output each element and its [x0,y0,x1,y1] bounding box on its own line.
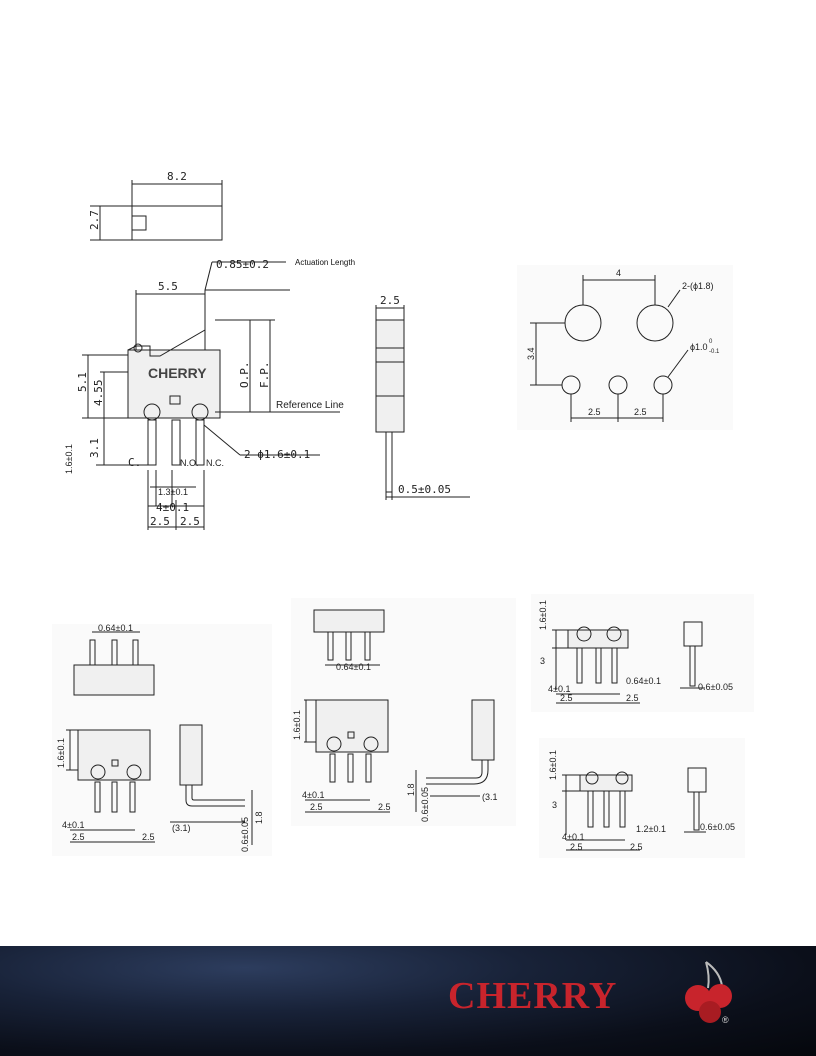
label-op: O.P. [238,362,251,389]
dim-4-55: 4.55 [92,380,105,407]
dim-1-3: 1.3±0.1 [158,487,188,497]
v1-dim-1-8: 1.8 [254,811,264,824]
dim-5-1: 5.1 [76,372,89,392]
v3-width: 0.64±0.1 [626,676,661,686]
pcb-layout-panel [517,265,733,430]
reference-line-label: Reference Line [276,400,344,411]
dim-3-1: 3.1 [88,438,101,458]
v2-dim-4: 4±0.1 [302,790,324,800]
actuation-length-label: Actuation Length [295,258,356,267]
v4-dim-4: 4±0.1 [562,832,584,842]
pin-nc-label: N.C. [206,458,224,468]
dim-1-6: 1.6±0.1 [64,444,74,474]
v1-dim-0-6: 0.6±0.05 [240,817,250,852]
v4-three: 3 [552,800,557,810]
registered-mark: ® [722,1015,729,1025]
variant-4-panel [539,738,745,858]
v4-dim-2-5a: 2.5 [570,842,583,852]
switch-body [127,349,221,419]
v3-dim-4: 4±0.1 [548,684,570,694]
pin-c-label: C. [128,456,141,469]
v2-dim-2-5b: 2.5 [378,802,391,812]
v2-dim-2-5a: 2.5 [310,802,323,812]
cherry-logo-text: CHERRY [448,975,618,1017]
technical-drawing: 8.2 2.7 0.85±0.2 5.5 5.1 4.55 3.1 1.6±0.… [56,170,735,852]
pcb-hole-tol-bot: -0.1 [709,349,720,355]
v1-dim-2-5b: 2.5 [142,832,155,842]
pcb-hole-large: 2-(ϕ1.8) [682,281,714,291]
v2-dim-1-8: 1.8 [406,783,416,796]
pcb-dim-2-5-left: 2.5 [588,407,601,417]
body-brand-text: CHERRY [148,365,207,381]
dim-2-5-right: 2.5 [180,515,200,528]
variant-3-panel [531,594,754,712]
v4-dim-0-6: 0.6±0.05 [700,822,735,832]
v1-width: 0.64±0.1 [98,623,133,633]
v1-dim-2-5a: 2.5 [72,832,85,842]
v4-dim-2-5b: 2.5 [630,842,643,852]
v2-height: 1.6±0.1 [292,710,302,740]
v3-dim-2-5a: 2.5 [560,693,573,703]
v1-dim-4: 4±0.1 [62,820,84,830]
v3-height: 1.6±0.1 [538,600,548,630]
v2-dim-0-6: 0.6±0.05 [420,787,430,822]
v1-height: 1.6±0.1 [56,738,66,768]
v1-dim-3-1: (3.1) [172,823,191,833]
dim-2-7: 2.7 [88,210,101,230]
v4-width: 1.2±0.1 [636,824,666,834]
dim-2-5-left: 2.5 [150,515,170,528]
cherry-logo-icon [685,961,732,1023]
v3-three: 3 [540,656,545,666]
dim-8-2: 8.2 [167,170,187,183]
v4-height: 1.6±0.1 [548,750,558,780]
dim-actuation: 0.85±0.2 [216,258,269,271]
footer-banner [0,946,816,1056]
side-view-body [375,319,405,433]
pcb-dim-2-5-right: 2.5 [634,407,647,417]
label-fp: F.P. [258,362,271,389]
v3-dim-0-6: 0.6±0.05 [698,682,733,692]
pcb-dim-4: 4 [616,268,621,278]
side-dim-2-5: 2.5 [380,294,400,307]
pcb-hole-small: ϕ1.0 [690,342,708,352]
pin-no-label: N.O. [180,458,199,468]
v2-dim-3-1: (3.1 [482,792,498,802]
v2-width: 0.64±0.1 [336,662,371,672]
side-dim-0-5: 0.5±0.05 [398,483,451,496]
pcb-hole-tol-top: 0 [709,339,713,345]
dim-4: 4±0.1 [156,501,189,514]
dim-5-5: 5.5 [158,280,178,293]
pcb-dim-3-4: 3.4 [526,347,536,360]
v3-dim-2-5b: 2.5 [626,693,639,703]
hole-spec: 2-ϕ1.6±0.1 [244,448,310,461]
